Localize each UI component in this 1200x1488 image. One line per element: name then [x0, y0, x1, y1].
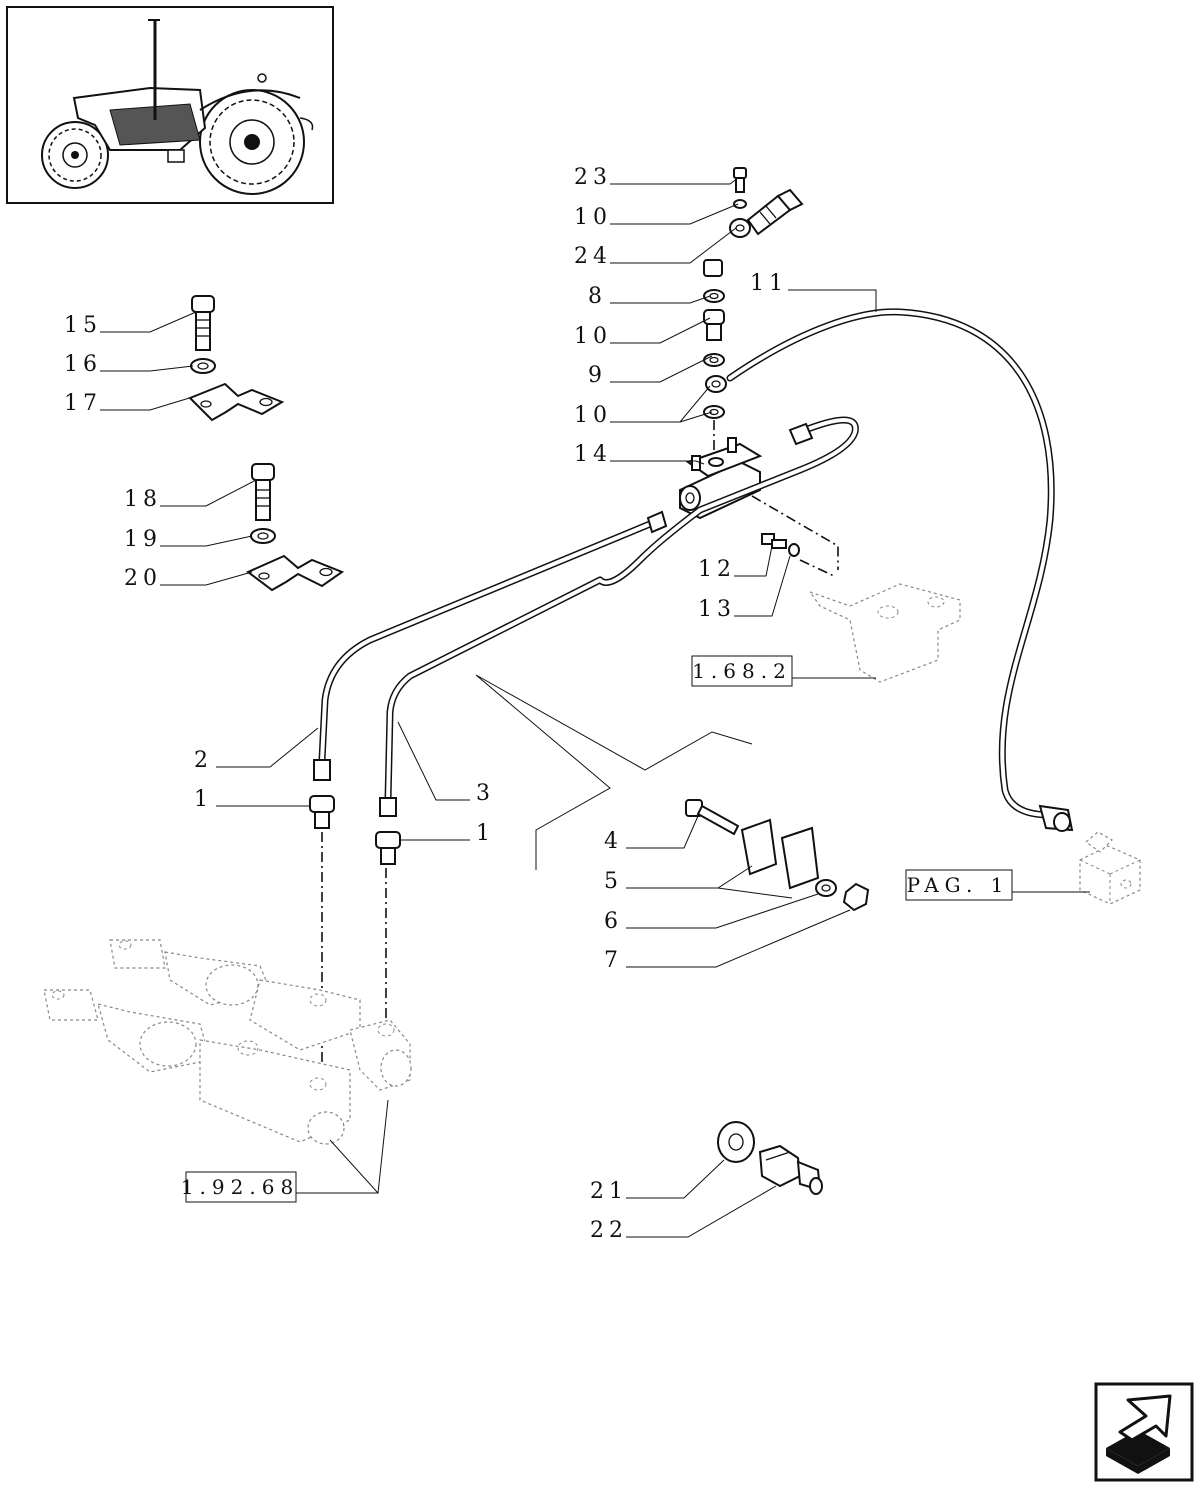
callout-12: 12 [698, 557, 736, 582]
mounting-bolt-12 [751, 495, 839, 577]
reference-1-68-2-label: 1.68.2 [692, 659, 792, 683]
callout-6: 6 [604, 909, 623, 934]
pipe-clip-assembly [685, 799, 870, 912]
leader-lines [100, 177, 1090, 1238]
callout-17: 17 [64, 391, 102, 416]
union-bolt-stack [703, 259, 727, 452]
next-page-arrow-icon [1106, 1394, 1172, 1474]
callout-5: 5 [604, 869, 623, 894]
brake-pipe-3 [379, 416, 859, 817]
bracket-assembly-upper [188, 295, 285, 422]
callout-19: 19 [124, 527, 162, 552]
callout-4: 4 [604, 829, 623, 854]
reference-pag-1-label: PAG. 1 [907, 873, 1010, 897]
callout-1: 1 [194, 787, 213, 812]
callout-2: 2 [194, 748, 213, 773]
callout-21: 21 [590, 1179, 628, 1204]
ghost-bracket [808, 583, 961, 683]
next-page-button[interactable] [1094, 1382, 1194, 1482]
fitting-22 [758, 1144, 823, 1195]
tractor-icon [41, 19, 314, 195]
callout-9: 9 [588, 363, 607, 388]
reference-box-1-68-2[interactable]: 1.68.2 [691, 655, 793, 687]
callout-15: 15 [64, 313, 102, 338]
callout-14: 14 [574, 442, 612, 467]
union-bolt-1-right [375, 831, 401, 1030]
callout-13: 13 [698, 597, 736, 622]
reference-box-1-92-68[interactable]: 1.92.68 [181, 1171, 299, 1203]
callout-1: 1 [476, 821, 495, 846]
callout-3: 3 [476, 781, 495, 806]
callout-10: 10 [574, 403, 612, 428]
callout-23: 23 [574, 165, 612, 190]
callout-numbers: 23 10 24 8 10 9 10 14 11 15 16 17 18 19 … [64, 165, 788, 1243]
callout-16: 16 [64, 352, 102, 377]
ghost-master-cylinders [43, 939, 412, 1145]
callout-10: 10 [574, 205, 612, 230]
callout-22: 22 [590, 1218, 628, 1243]
callout-20: 20 [124, 566, 162, 591]
brake-pipe-2 [313, 510, 668, 781]
bleed-fitting-assembly [729, 167, 804, 238]
flexible-hose [726, 308, 1074, 832]
callout-7: 7 [604, 948, 623, 973]
callout-18: 18 [124, 487, 162, 512]
callout-24: 24 [574, 244, 612, 269]
reference-box-pag-1[interactable]: PAG. 1 [905, 869, 1013, 901]
callout-11: 11 [750, 271, 788, 296]
ghost-fitting-block [1079, 831, 1141, 905]
reference-1-92-68-label: 1.92.68 [181, 1175, 299, 1199]
union-bolt-1-left [309, 795, 335, 1090]
bracket-assembly-lower [246, 463, 345, 592]
valve-block [679, 437, 763, 520]
callout-8: 8 [588, 284, 607, 309]
tractor-thumbnail[interactable] [6, 6, 334, 204]
washer-21 [717, 1121, 755, 1163]
callout-10: 10 [574, 324, 612, 349]
